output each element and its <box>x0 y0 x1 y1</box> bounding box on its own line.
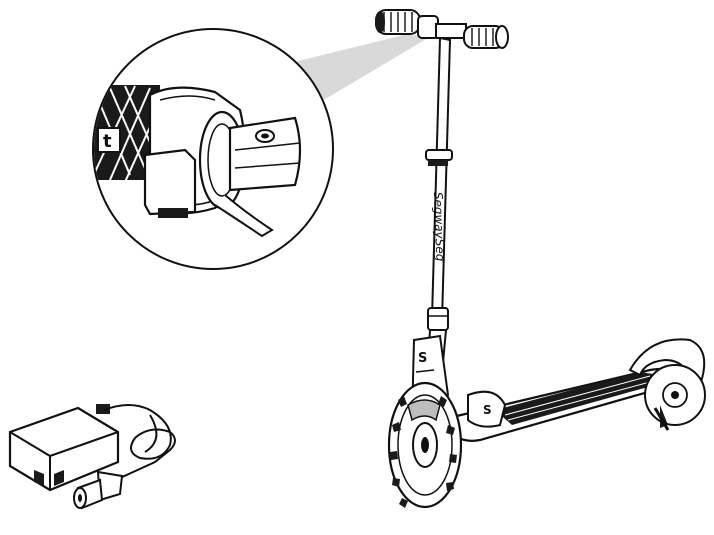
front-wheel <box>387 381 463 509</box>
handlebar <box>375 9 509 49</box>
thumb-lever <box>143 148 197 216</box>
throttle-cable <box>214 194 274 238</box>
kickstand <box>653 407 670 431</box>
deck-badge: S <box>483 403 492 417</box>
mast-badge: S <box>418 351 427 366</box>
charger-cable <box>103 404 176 479</box>
charger-adapter <box>8 404 120 492</box>
stem-brand-text: SegwaySeg <box>431 192 447 262</box>
charger-prongs <box>34 470 64 486</box>
barrel-plug <box>73 470 124 510</box>
grip-glyph: t <box>103 131 112 152</box>
magnifier-detail: t <box>92 28 334 270</box>
deck: S <box>438 367 692 442</box>
handlebar-tube <box>228 116 302 192</box>
